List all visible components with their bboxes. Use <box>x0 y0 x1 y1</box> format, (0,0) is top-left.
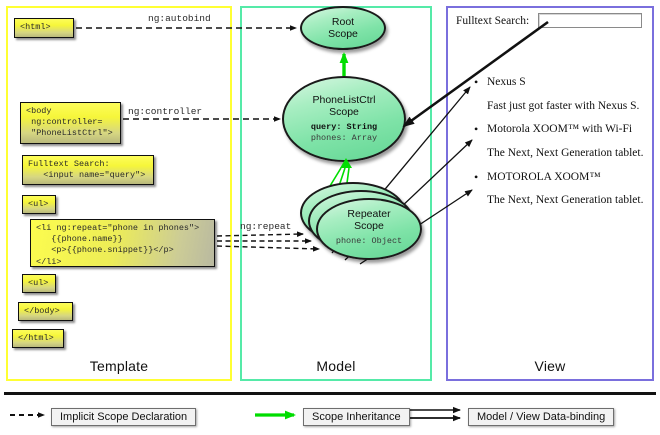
repeater-scope-props: phone: Object <box>335 235 403 246</box>
list-item-snippet: Fast just got faster with Nexus S. <box>487 99 640 112</box>
code-box-body-close: </body> <box>18 302 73 321</box>
phonelistctrl-scope-title: PhoneListCtrl Scope <box>312 94 376 119</box>
legend-item-model-view-data-binding: Model / View Data-binding <box>468 408 615 426</box>
edge-label-ng-repeat: ng:repeat <box>240 221 292 232</box>
list-item-snippet: The Next, Next Generation tablet. <box>487 146 644 159</box>
list-item[interactable]: Motorola XOOM™ with Wi-Fi The Next, Next… <box>472 121 650 160</box>
code-box-ul-close: <ul> <box>22 274 56 293</box>
legend-divider <box>4 392 656 395</box>
code-box-html-open: <html> <box>14 18 74 38</box>
view-search-label: Fulltext Search: <box>456 15 530 27</box>
edge-label-ng-autobind: ng:autobind <box>148 13 211 24</box>
legend-item-scope-inheritance: Scope Inheritance <box>303 408 410 426</box>
panel-label-template: Template <box>89 358 149 374</box>
root-scope-ellipse: Root Scope <box>300 6 386 50</box>
repeater-scope-title: Repeater Scope <box>347 207 391 232</box>
legend-item-implicit-scope-declaration: Implicit Scope Declaration <box>51 408 197 426</box>
phonelistctrl-scope-ellipse: PhoneListCtrl Scope query: String phones… <box>282 76 406 162</box>
phonelistctrl-scope-props: query: String phones: Array <box>310 122 378 144</box>
panel-label-view: View <box>534 358 566 374</box>
code-box-html-close: </html> <box>12 329 64 348</box>
code-box-ul-open: <ul> <box>22 195 56 214</box>
view-phone-list: Nexus S Fast just got faster with Nexus … <box>472 74 650 217</box>
list-item[interactable]: MOTOROLA XOOM™ The Next, Next Generation… <box>472 169 650 208</box>
list-item-name: Motorola XOOM™ with Wi-Fi <box>472 121 650 138</box>
panel-template <box>6 6 232 381</box>
list-item-snippet: The Next, Next Generation tablet. <box>487 194 644 207</box>
view-search-input[interactable] <box>538 13 642 28</box>
list-item-name: MOTOROLA XOOM™ <box>472 169 650 186</box>
repeater-scope-ellipse-front: Repeater Scope phone: Object <box>316 198 422 260</box>
list-item-name: Nexus S <box>472 74 650 91</box>
panel-label-model: Model <box>316 358 356 374</box>
root-scope-title: Root Scope <box>328 15 358 40</box>
edge-label-ng-controller: ng:controller <box>128 106 203 117</box>
code-box-li-repeat: <li ng:repeat="phone in phones"> {{phone… <box>30 219 215 267</box>
code-box-fulltext-search: Fulltext Search: <input name="query"> <box>22 155 154 185</box>
code-box-body-open: <body ng:controller= "PhoneListCtrl"> <box>20 102 121 144</box>
list-item[interactable]: Nexus S Fast just got faster with Nexus … <box>472 74 650 113</box>
